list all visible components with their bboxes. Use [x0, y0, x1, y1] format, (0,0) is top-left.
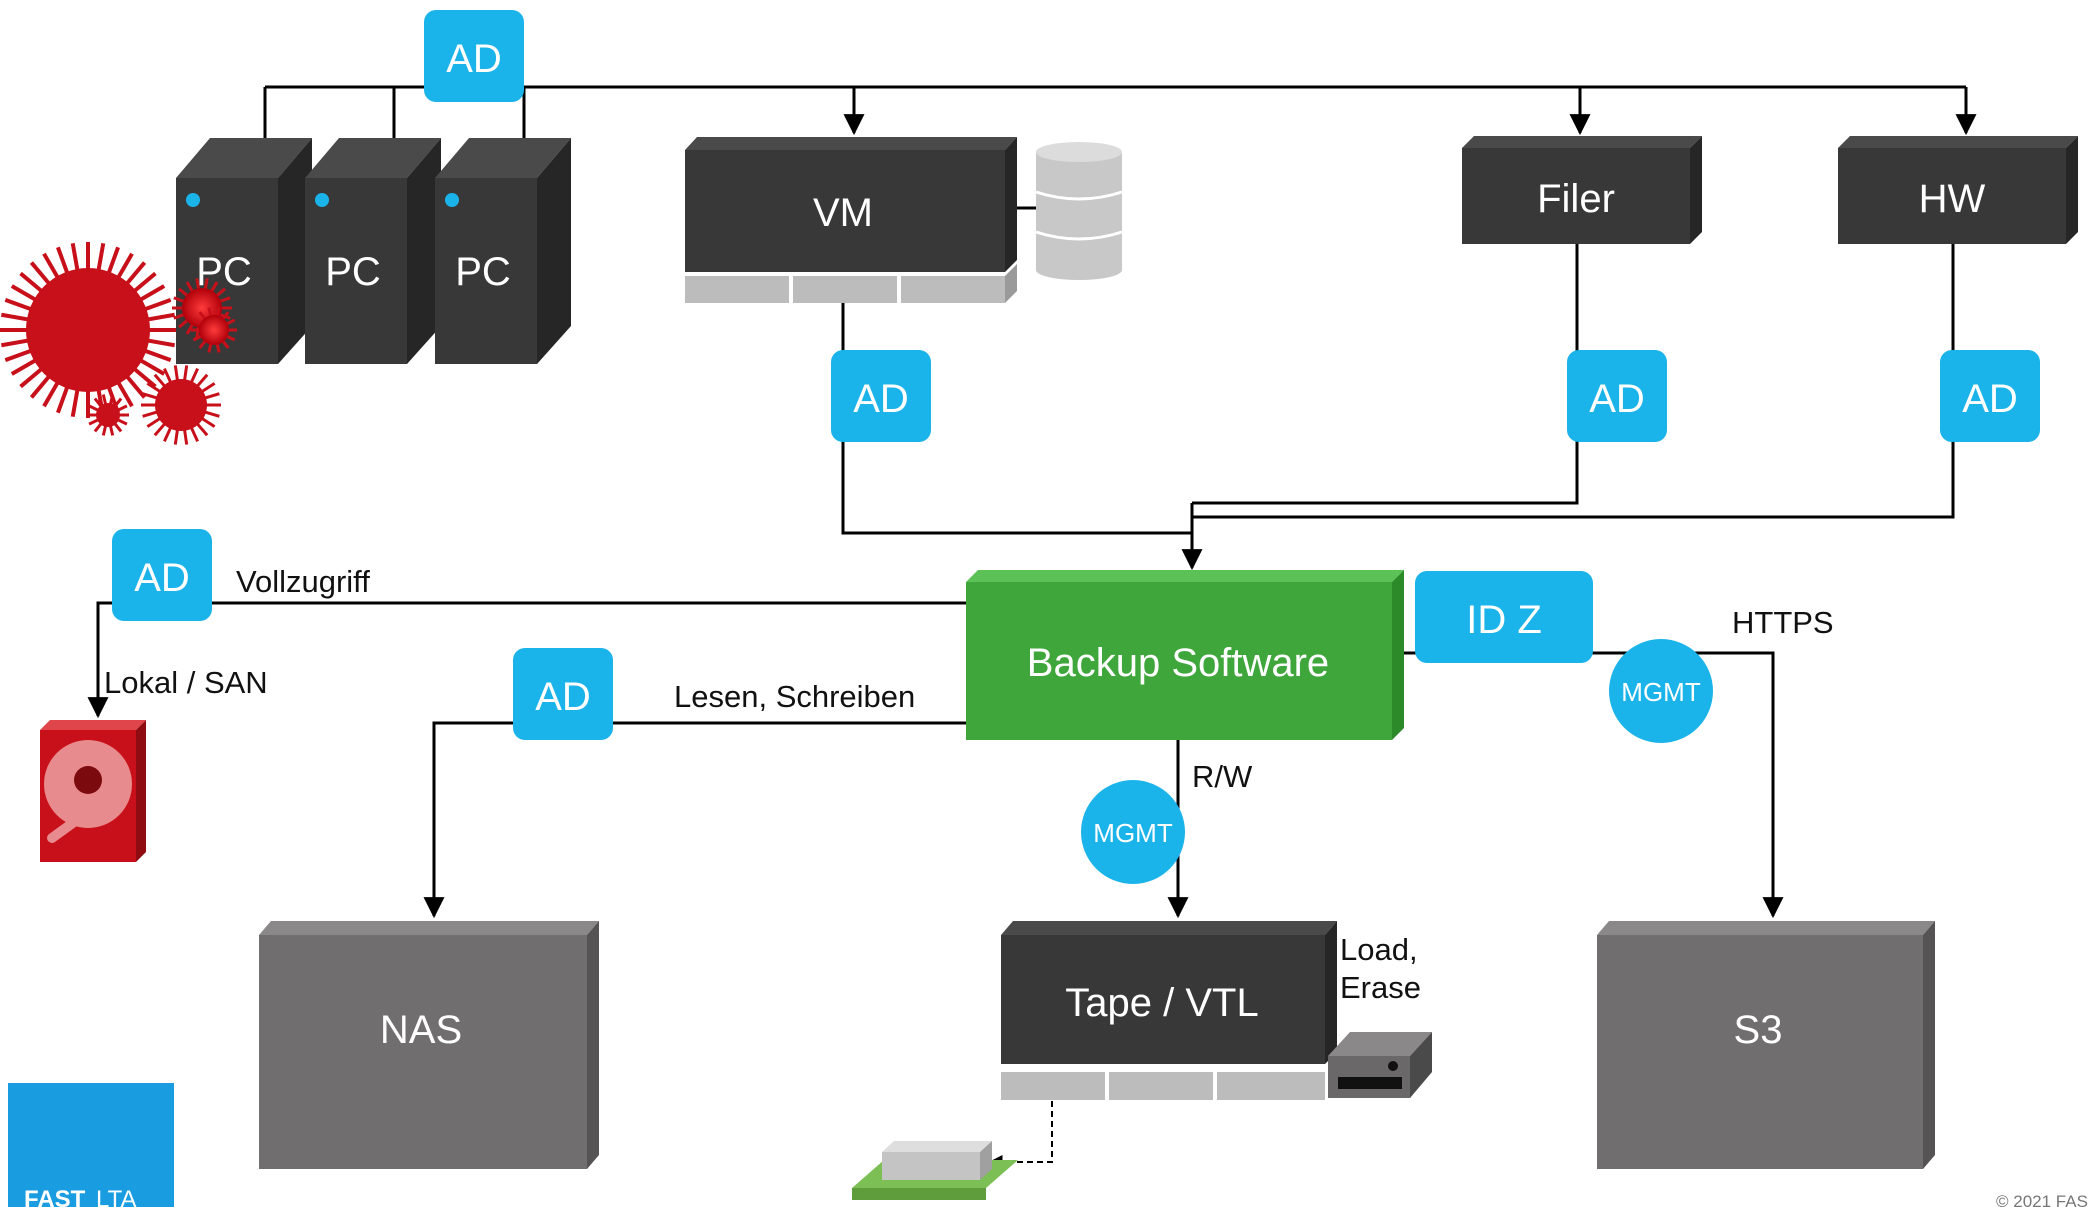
id-z-badge: ID Z	[1415, 571, 1593, 663]
logo-bold: FAST	[24, 1186, 86, 1207]
virus-particle	[191, 307, 237, 353]
svg-text:FAST LTA: FAST LTA	[24, 1186, 136, 1207]
fast-lta-logo: FAST LTA	[8, 1083, 174, 1207]
vm-server: VM	[685, 137, 1017, 303]
connection-lines	[87, 85, 1977, 1169]
logo-light: LTA	[96, 1186, 136, 1207]
hw-label: HW	[1919, 177, 1986, 221]
backup-software-box: Backup Software	[966, 570, 1404, 740]
svg-text:AD: AD	[134, 556, 190, 600]
svg-text:AD: AD	[446, 37, 502, 81]
svg-text:AD: AD	[1962, 377, 2018, 421]
virus-particle	[0, 242, 176, 418]
s3-label: S3	[1734, 1008, 1783, 1052]
backup-to-s3	[1404, 651, 1784, 919]
tape-to-card	[988, 1101, 1053, 1169]
https-label: HTTPS	[1732, 605, 1834, 640]
backup-to-nas	[423, 721, 966, 919]
ad-badge-filer: AD	[1567, 350, 1667, 442]
pc-tower-2: PC	[305, 138, 441, 364]
vollzugriff-label: Vollzugriff	[236, 564, 370, 599]
ad-badge-top: AD	[424, 10, 524, 102]
svg-text:AD: AD	[1589, 377, 1645, 421]
ad-badge-hw: AD	[1940, 350, 2040, 442]
tape-drive-icon	[1328, 1032, 1432, 1098]
svg-text:AD: AD	[535, 675, 591, 719]
load-label: Load,	[1340, 932, 1418, 967]
vm-label: VM	[813, 191, 873, 235]
backup-to-local	[87, 601, 966, 719]
mgmt-badge-s3: MGMT	[1609, 639, 1713, 743]
virus-particle	[141, 365, 221, 445]
nas-box: NAS	[259, 921, 599, 1169]
filer-label: Filer	[1537, 177, 1615, 221]
virus-icon	[0, 242, 237, 445]
svg-text:ID Z: ID Z	[1466, 598, 1542, 642]
svg-text:AD: AD	[853, 377, 909, 421]
filer-server: Filer	[1462, 136, 1702, 244]
s3-box: S3	[1597, 921, 1935, 1169]
ad-badge-nas: AD	[513, 648, 613, 740]
filer-to-backup	[1192, 242, 1579, 505]
ad-badge-local: AD	[112, 529, 212, 621]
svg-text:MGMT: MGMT	[1621, 677, 1701, 707]
lokal-san-label: Lokal / SAN	[104, 665, 268, 700]
erase-label: Erase	[1340, 970, 1421, 1005]
virus-particle	[87, 394, 129, 436]
tape-label: Tape / VTL	[1065, 981, 1258, 1025]
hard-drive-icon	[40, 720, 146, 862]
hw-to-backup	[1192, 242, 1955, 519]
svg-text:MGMT: MGMT	[1093, 818, 1173, 848]
ad-badge-vm: AD	[831, 350, 931, 442]
copyright-text: © 2021 FAS	[1996, 1192, 2088, 1207]
database-icon	[1035, 142, 1123, 280]
tape-vtl-box: Tape / VTL	[1001, 921, 1337, 1100]
mgmt-badge-tape: MGMT	[1081, 780, 1185, 884]
pc2-label: PC	[325, 250, 381, 294]
pc3-label: PC	[455, 250, 511, 294]
nas-label: NAS	[380, 1008, 462, 1052]
pc-tower-1: PC	[176, 138, 312, 364]
storage-card-icon	[852, 1141, 1018, 1200]
pc-tower-3: PC	[435, 138, 571, 364]
rw-label: R/W	[1192, 759, 1253, 794]
backup-label: Backup Software	[1027, 641, 1329, 685]
lesen-schreiben-label: Lesen, Schreiben	[674, 679, 915, 714]
hw-server: HW	[1838, 136, 2078, 244]
